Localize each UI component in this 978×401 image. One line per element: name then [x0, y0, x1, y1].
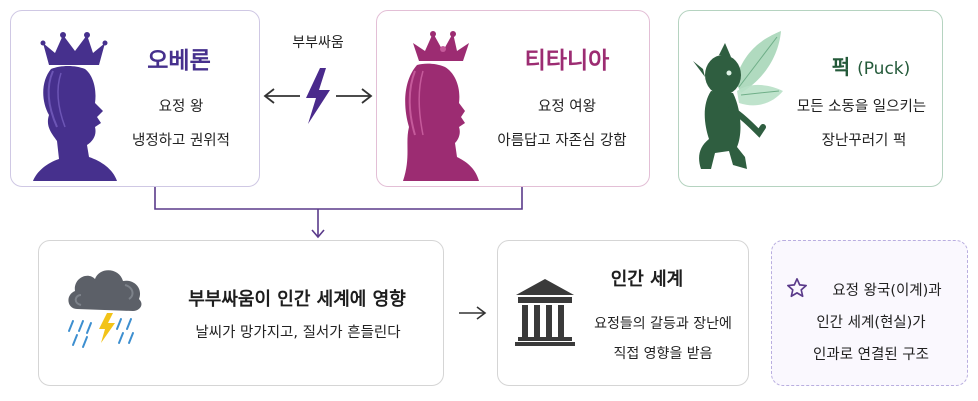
summary-card: 요정 왕국(이계)과 인간 세계(현실)가 인과로 연결된 구조	[771, 240, 968, 386]
winged-fairy-icon	[693, 31, 783, 169]
effect-desc: 날씨가 망가지고, 질서가 흔들린다	[195, 325, 401, 341]
puck-desc-1: 모든 소동을 일으키는	[796, 99, 927, 115]
summary-line-2: 인간 세계(현실)가	[816, 315, 926, 331]
merge-connector-line	[154, 187, 523, 210]
summary-line-1: 요정 왕국(이계)과	[832, 283, 942, 299]
oberon-card: 오베론 요정 왕 냉정하고 권위적	[10, 10, 260, 187]
human-world-card: 인간 세계 요정들의 갈등과 장난에 직접 영향을 받음	[497, 240, 749, 386]
crowned-king-silhouette-icon	[33, 32, 117, 181]
human-world-desc-1: 요정들의 갈등과 장난에	[594, 316, 732, 332]
temple-building-icon	[515, 279, 575, 346]
oberon-role: 요정 왕	[158, 99, 204, 115]
titania-card: 티타니아 요정 여왕 아름답고 자존심 강함	[376, 10, 650, 187]
titania-role: 요정 여왕	[538, 99, 596, 115]
effect-card: 부부싸움이 인간 세계에 영향 날씨가 망가지고, 질서가 흔들린다	[38, 240, 444, 386]
down-arrow-head	[311, 229, 325, 239]
oberon-trait: 냉정하고 권위적	[132, 133, 230, 149]
titania-trait: 아름답고 자존심 강함	[497, 133, 627, 149]
crowned-queen-silhouette-icon	[403, 31, 479, 181]
right-arrow-head	[361, 88, 373, 104]
puck-name-sub: (Puck)	[857, 59, 911, 79]
summary-line-3: 인과로 연결된 구조	[813, 347, 929, 363]
conflict-connector	[263, 68, 373, 124]
lightning-bolt-icon	[306, 68, 330, 124]
puck-card: 퍽 (Puck) 모든 소동을 일으키는 장난꾸러기 퍽	[678, 10, 943, 187]
left-arrow-head	[263, 88, 275, 104]
human-world-desc-2: 직접 영향을 받음	[613, 346, 713, 362]
titania-name: 티타니아	[524, 48, 610, 74]
star-outline-icon	[787, 278, 807, 298]
puck-name-main: 퍽	[831, 55, 851, 79]
human-world-title: 인간 세계	[610, 269, 684, 290]
conflict-label: 부부싸움	[292, 35, 344, 51]
oberon-name: 오베론	[147, 48, 211, 74]
right-arrow-head	[476, 306, 487, 320]
effect-title: 부부싸움이 인간 세계에 영향	[188, 289, 406, 310]
storm-cloud-icon	[68, 270, 142, 348]
puck-name: 퍽 (Puck)	[811, 51, 931, 80]
puck-desc-2: 장난꾸러기 퍽	[821, 133, 907, 149]
